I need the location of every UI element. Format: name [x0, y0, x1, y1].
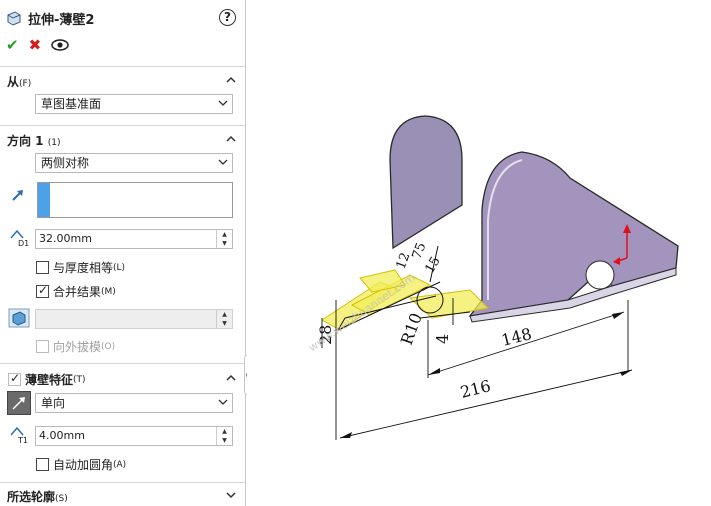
- chevron-down-icon: [218, 159, 228, 165]
- dimension-12[interactable]: 12: [394, 251, 414, 272]
- draft-icon[interactable]: [8, 308, 30, 328]
- spin-down-icon[interactable]: ▼: [222, 240, 227, 247]
- front-flange: [468, 151, 679, 317]
- selection-focus-bar: [38, 183, 50, 217]
- model-canvas: 216 148 28 R10 4 75 15 12 www.weizhuanne…: [306, 115, 679, 440]
- checkbox-box[interactable]: [36, 458, 49, 471]
- equal-thickness-checkbox[interactable]: 与厚度相等(L): [36, 259, 125, 276]
- back-flange: [389, 115, 463, 250]
- spin-down-icon: ▼: [222, 320, 227, 327]
- dimension-28[interactable]: 28: [316, 325, 335, 345]
- chevron-up-icon[interactable]: [226, 373, 236, 383]
- depth-d1-icon: D1: [10, 229, 29, 247]
- checkbox-box[interactable]: [36, 261, 49, 274]
- divider: [0, 125, 245, 126]
- spin-up-icon[interactable]: ▲: [222, 428, 227, 435]
- spin-up-icon[interactable]: ▲: [222, 231, 227, 238]
- graphics-viewport[interactable]: 216 148 28 R10 4 75 15 12 www.weizhuanne…: [247, 0, 711, 506]
- chevron-down-icon: [218, 399, 228, 405]
- extrude-feature-icon: [7, 11, 21, 26]
- direction1-end-condition-select[interactable]: 两侧对称: [35, 153, 233, 173]
- slot-hole: [585, 260, 615, 290]
- svg-text:D1: D1: [18, 239, 29, 247]
- chevron-up-icon[interactable]: [226, 75, 236, 85]
- selected-contours-header[interactable]: 所选轮廓(S): [7, 490, 68, 504]
- sketch-profile: [337, 245, 471, 331]
- dimension-15[interactable]: 15: [422, 254, 443, 276]
- dimension-216[interactable]: 216: [458, 376, 492, 402]
- draft-outward-checkbox: 向外拔模(O): [36, 338, 115, 355]
- from-start-condition-select[interactable]: 草图基准面: [35, 94, 233, 114]
- chevron-up-icon[interactable]: [226, 134, 236, 144]
- checkbox-box: [36, 340, 49, 353]
- cancel-close-icon[interactable]: ✖: [28, 36, 42, 54]
- thickness-t1-icon: T1: [10, 426, 28, 444]
- svg-text:T1: T1: [17, 436, 28, 444]
- direction-reference-selection-box[interactable]: [37, 182, 233, 218]
- thin-type-select[interactable]: 单向: [35, 393, 233, 413]
- chevron-down-icon[interactable]: [226, 490, 236, 500]
- thickness-input[interactable]: 4.00mm ▲▼: [35, 426, 233, 446]
- spin-up-icon: ▲: [222, 311, 227, 318]
- direction-arrow-icon[interactable]: [11, 188, 25, 202]
- origin-triad-icon: [613, 224, 631, 265]
- divider: [0, 66, 245, 67]
- dimension-148[interactable]: 148: [499, 324, 533, 350]
- reverse-direction-icon[interactable]: [7, 391, 31, 415]
- extrude-preview: [321, 269, 490, 331]
- chevron-down-icon: [218, 100, 228, 106]
- divider: [0, 363, 245, 364]
- divider: [0, 482, 245, 483]
- thin-feature-header[interactable]: 薄壁特征(T): [8, 371, 86, 388]
- direction1-section-header[interactable]: 方向 1 (1): [7, 134, 61, 148]
- dimension-75[interactable]: 75: [410, 241, 430, 262]
- feature-title: 拉伸-薄壁2: [28, 12, 95, 28]
- draft-angle-input: ▲▼: [35, 309, 233, 329]
- preview-eye-icon[interactable]: [51, 39, 69, 51]
- feature-header: 拉伸-薄壁2: [6, 8, 94, 28]
- dimension-4[interactable]: 4: [433, 334, 452, 344]
- checkbox-box[interactable]: [8, 371, 21, 386]
- spin-down-icon[interactable]: ▼: [222, 437, 227, 444]
- auto-fillet-checkbox[interactable]: 自动加圆角(A): [36, 456, 126, 473]
- ok-check-icon[interactable]: ✔: [6, 36, 19, 54]
- from-section-header[interactable]: 从(F): [7, 75, 32, 89]
- dimension-r10[interactable]: R10: [397, 310, 426, 347]
- depth-input[interactable]: 32.00mm ▲▼: [35, 229, 233, 249]
- checkbox-box[interactable]: [36, 283, 49, 298]
- property-manager: 拉伸-薄壁2 ? ✔ ✖ 从(F) 草图基准面 方向 1 (1) 两侧对称 D1: [0, 0, 246, 506]
- help-icon[interactable]: ?: [219, 9, 236, 26]
- merge-result-checkbox[interactable]: 合并结果(M): [36, 283, 116, 300]
